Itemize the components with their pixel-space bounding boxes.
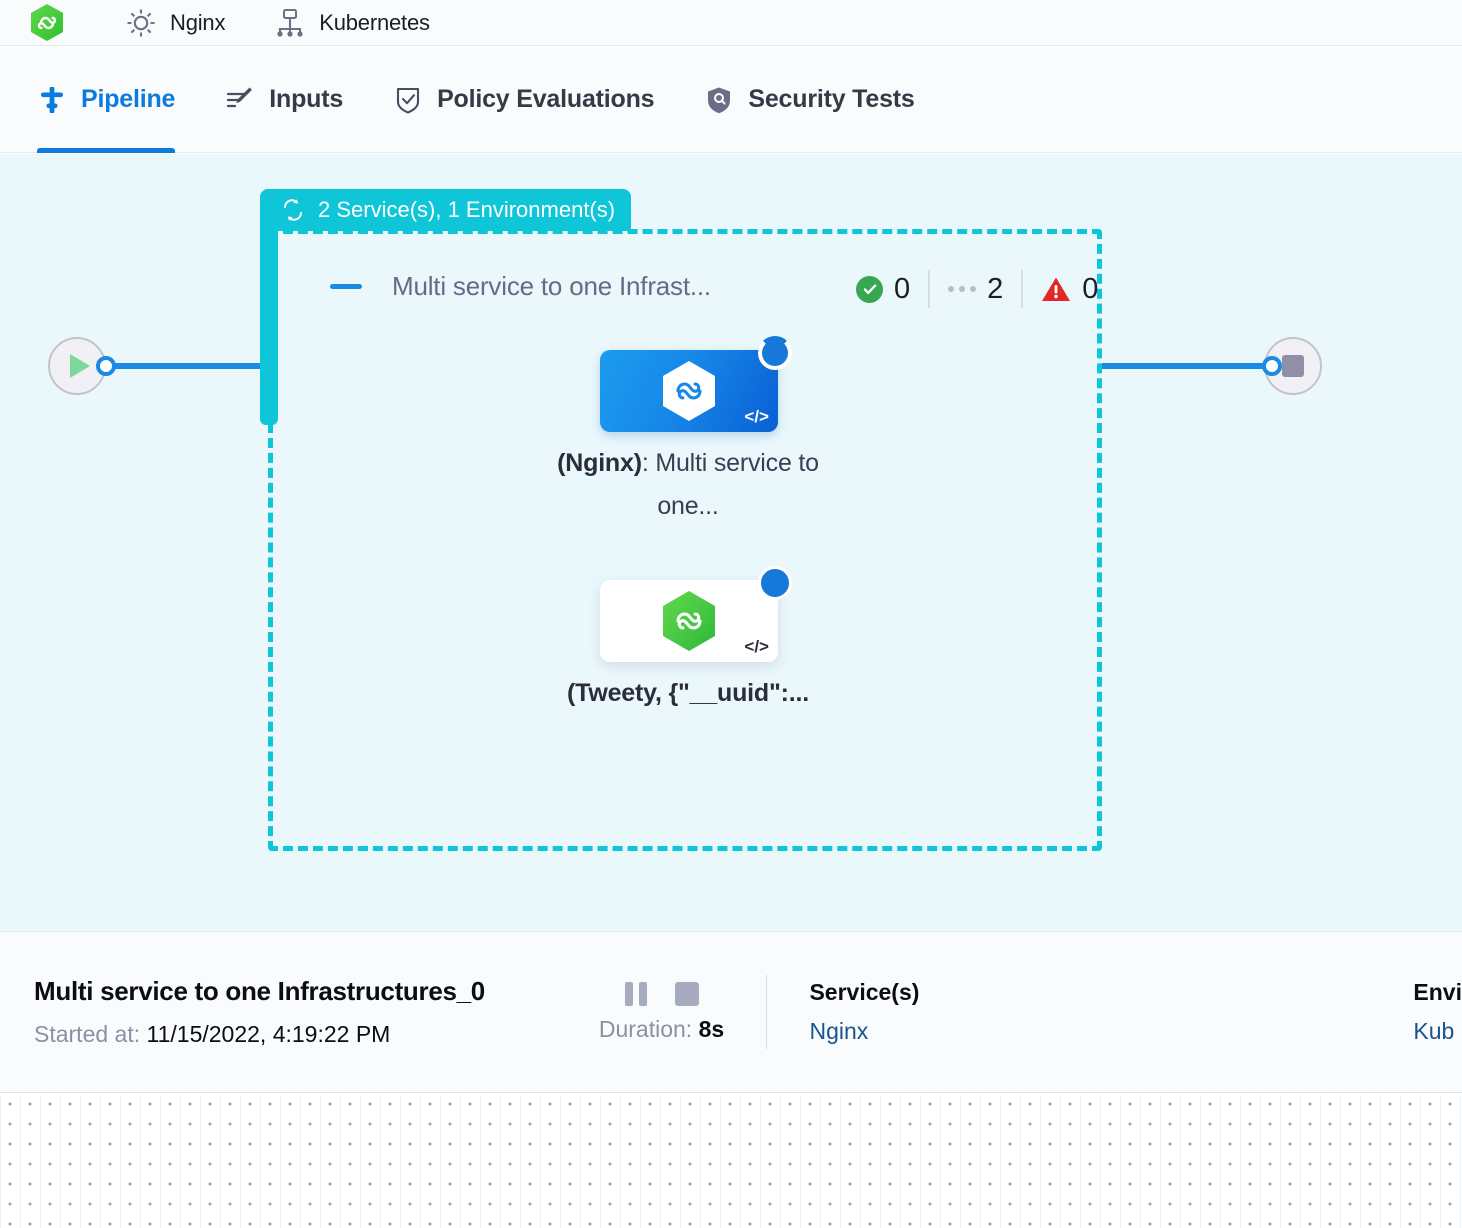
detail-started-label: Started at: [34, 1021, 140, 1047]
pipeline-canvas[interactable]: 2 Service(s), 1 Environment(s) Multi ser… [0, 154, 1462, 931]
stop-square-icon [1282, 355, 1304, 377]
tab-policy-evaluations[interactable]: Policy Evaluations [393, 47, 654, 153]
kubernetes-icon [273, 4, 307, 42]
group-container[interactable] [268, 229, 1102, 851]
node-caption-nginx: (Nginx): Multi service to one... [548, 442, 828, 528]
context-environment-label: Kubernetes [319, 10, 430, 36]
end-node-port[interactable] [1262, 356, 1282, 376]
duration-value: 8s [699, 1016, 725, 1042]
group-badge-bar [260, 225, 278, 425]
node-card-nginx[interactable]: </> [600, 350, 778, 432]
duration: Duration: 8s [557, 1016, 765, 1043]
gear-icon [124, 4, 158, 42]
tab-pipeline-label: Pipeline [81, 85, 175, 114]
canvas-dot-grid [0, 1094, 1462, 1228]
status-pending: 2 [930, 270, 1021, 308]
context-item-service[interactable]: Nginx [124, 4, 225, 42]
context-service-label: Nginx [170, 10, 225, 36]
status-pending-count: 2 [987, 273, 1003, 306]
execution-detail-panel: Multi service to one Infrastructures_0 S… [0, 931, 1462, 1093]
spinner-running-icon [758, 336, 792, 370]
detail-services-value[interactable]: Nginx [809, 1018, 919, 1045]
status-success-count: 0 [894, 273, 910, 306]
context-breadcrumb-bar: Nginx Kubernetes [0, 0, 1462, 46]
group-title: Multi service to one Infrast... [392, 271, 711, 302]
detail-started: Started at: 11/15/2022, 4:19:22 PM [34, 1021, 557, 1048]
start-node-port[interactable] [96, 356, 116, 376]
context-item-environment[interactable]: Kubernetes [273, 4, 430, 42]
status-error: 0 [1023, 270, 1116, 308]
hexagon-infinity-icon [661, 590, 717, 652]
warning-triangle-icon [1041, 276, 1071, 303]
check-circle-icon [856, 276, 883, 303]
detail-summary: Multi service to one Infrastructures_0 S… [0, 976, 557, 1048]
node-caption-tweety-bold: (Tweety, {"__uuid":... [567, 679, 809, 707]
code-brackets-icon: </> [744, 407, 769, 427]
detail-started-value: 11/15/2022, 4:19:22 PM [147, 1021, 391, 1047]
execution-controls: Duration: 8s [557, 982, 765, 1043]
execution-tab-bar: Pipeline Inputs Policy Evaluations [0, 47, 1462, 153]
node-card-tweety[interactable]: </> [600, 580, 778, 662]
tab-security-tests[interactable]: Security Tests [704, 47, 914, 153]
spinner-running-icon [758, 566, 792, 600]
detail-title: Multi service to one Infrastructures_0 [34, 976, 557, 1007]
node-caption-nginx-rest: : Multi service to one... [642, 449, 819, 520]
edge-start-to-group [104, 363, 269, 369]
group-badge[interactable]: 2 Service(s), 1 Environment(s) [260, 189, 631, 231]
stop-icon[interactable] [675, 982, 699, 1006]
pending-dots-icon [948, 286, 976, 292]
tab-security-tests-label: Security Tests [748, 85, 914, 114]
detail-services: Service(s) Nginx [767, 979, 919, 1045]
status-error-count: 0 [1082, 273, 1098, 306]
policy-shield-check-icon [393, 85, 423, 115]
play-icon [70, 354, 90, 378]
context-item-logo[interactable] [30, 4, 76, 42]
node-caption-tweety: (Tweety, {"__uuid":... [548, 672, 828, 715]
tab-inputs-label: Inputs [269, 85, 343, 114]
node-caption-nginx-bold: (Nginx) [557, 449, 642, 477]
tab-inputs[interactable]: Inputs [225, 47, 343, 153]
pause-icon[interactable] [625, 982, 647, 1006]
hexagon-infinity-icon [661, 360, 717, 422]
edge-group-to-end [1102, 363, 1272, 369]
minus-collapse-icon[interactable] [330, 284, 362, 289]
loop-repeat-icon [280, 197, 306, 223]
status-success: 0 [838, 270, 928, 308]
group-badge-label: 2 Service(s), 1 Environment(s) [318, 197, 615, 223]
detail-environments-label: Envi [1413, 979, 1462, 1006]
code-brackets-icon: </> [744, 637, 769, 657]
group-status-counts: 0 2 0 [838, 269, 1116, 309]
pipeline-icon [37, 85, 67, 115]
detail-environments: Envi Kub [1371, 979, 1462, 1045]
detail-environments-value[interactable]: Kub [1413, 1018, 1462, 1045]
hexagon-infinity-logo-icon [30, 4, 64, 42]
tab-policy-evaluations-label: Policy Evaluations [437, 85, 654, 114]
inputs-icon [225, 85, 255, 115]
security-shield-icon [704, 85, 734, 115]
tab-pipeline[interactable]: Pipeline [37, 47, 175, 153]
duration-label: Duration: [599, 1016, 692, 1042]
detail-services-label: Service(s) [809, 979, 919, 1006]
